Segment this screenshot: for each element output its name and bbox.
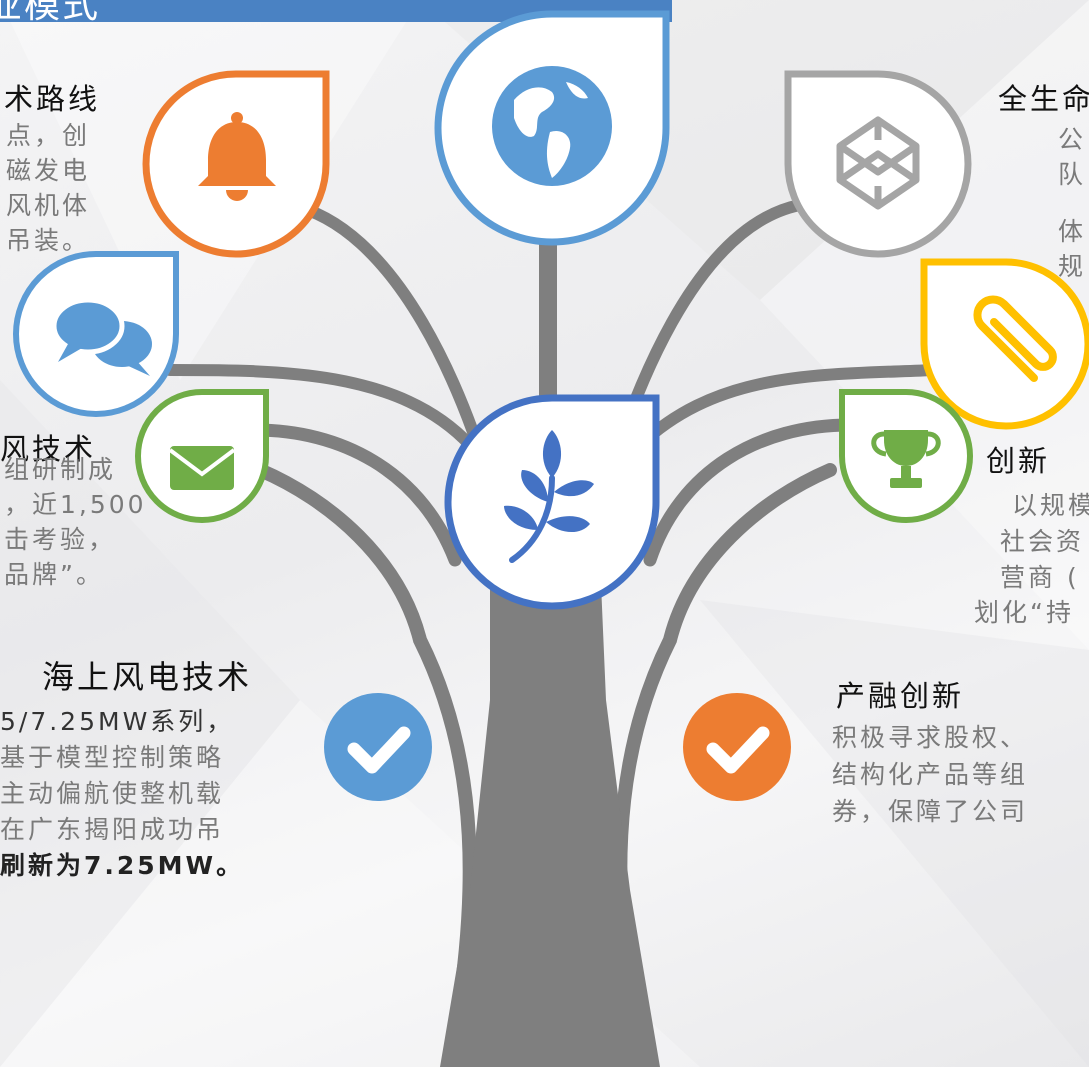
finance-heading: 产融创新 (836, 679, 965, 713)
check-circle-right (683, 693, 791, 801)
envelope-icon (168, 446, 236, 490)
envelope-leaf (132, 386, 272, 526)
chat-icon (51, 297, 152, 376)
lifecycle-heading: 全生命 (998, 82, 1089, 116)
lifecycle-line: 公 (1058, 125, 1087, 154)
left-top-line: 风机体 (6, 191, 91, 220)
globe-leaf (430, 6, 674, 250)
left-top-heading: 术路线 (4, 82, 101, 116)
paperclip-leaf (918, 256, 1089, 432)
bell-icon (198, 112, 276, 201)
chat-leaf (10, 248, 182, 420)
lifecycle-line: 体 (1058, 217, 1087, 246)
sprout-leaf (442, 392, 662, 612)
lifecycle-line: 队 (1058, 160, 1087, 189)
lifecycle-line: 规 (1058, 252, 1087, 281)
innovation-line: 以规模 (1012, 491, 1089, 520)
trophy-icon (871, 430, 941, 488)
offshore-line: 5/7.25MW系列， (0, 707, 235, 736)
check-circle-icon (683, 693, 791, 801)
left-mid-line: 组研制成 (4, 455, 117, 484)
offshore-line: 刷新为7.25MW。 (0, 851, 245, 880)
check-circle-left (324, 693, 432, 801)
left-mid-line: 品牌”。 (4, 560, 104, 589)
codepen-icon (836, 116, 920, 210)
left-top-line: 磁发电 (6, 156, 91, 185)
paperclip-icon (973, 295, 1057, 382)
innovation-heading: 创新 (986, 444, 1051, 478)
trophy-leaf (836, 386, 976, 526)
left-mid-line: ，近1,500 (4, 490, 147, 519)
offshore-line: 基于模型控制策略 (0, 743, 225, 772)
finance-line: 积极寻求股权、 (832, 723, 1029, 752)
codepen-leaf (782, 68, 972, 258)
left-mid-line: 击考验， (4, 525, 117, 554)
left-mid-heading: 风技术 (0, 432, 97, 466)
check-circle-icon (324, 693, 432, 801)
left-top-line: 吊装。 (6, 226, 91, 255)
banner-title: 业模式 (0, 0, 101, 22)
offshore-line: 在广东揭阳成功吊 (0, 815, 225, 844)
bell-leaf (140, 68, 330, 258)
innovation-line: 营商 ( (1000, 563, 1080, 592)
finance-line: 结构化产品等组 (832, 760, 1029, 789)
left-top-line: 点，创 (6, 121, 91, 150)
header-banner: 业模式 (0, 0, 672, 22)
innovation-line: 社会资 (1000, 527, 1085, 556)
globe-icon (492, 66, 612, 186)
innovation-line: 划化“持 (974, 598, 1074, 627)
offshore-heading: 海上风电技术 (42, 658, 253, 696)
leaf-sprout-icon (504, 430, 594, 563)
finance-line: 券，保障了公司 (832, 797, 1029, 826)
offshore-line: 主动偏航使整机载 (0, 779, 225, 808)
